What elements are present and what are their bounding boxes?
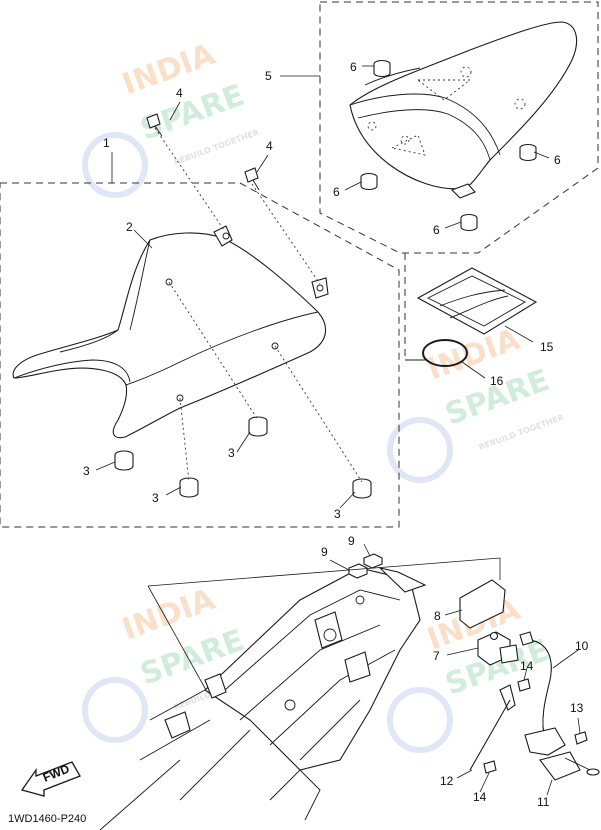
grommet-3b xyxy=(248,416,268,437)
passenger-seat xyxy=(349,21,578,199)
callout-4a: 4 xyxy=(176,86,183,100)
callout-8: 8 xyxy=(434,609,441,623)
lock-assembly-11 xyxy=(524,727,600,781)
seat-lock-7 xyxy=(477,631,519,666)
callout-15: 15 xyxy=(540,340,554,354)
callout-1: 1 xyxy=(103,136,110,150)
bracket-8 xyxy=(459,579,506,629)
callout-9b: 9 xyxy=(348,534,355,548)
rider-seat xyxy=(12,225,329,439)
callout-9a: 9 xyxy=(321,545,328,559)
seat-lock-cable xyxy=(519,631,552,741)
bolt-14a xyxy=(517,678,531,692)
grommet-3c xyxy=(179,477,199,498)
callout-3d: 3 xyxy=(334,507,341,521)
bolt-14b xyxy=(483,760,497,774)
callout-13: 13 xyxy=(570,701,584,715)
callout-6b: 6 xyxy=(554,153,561,167)
bolt-4b xyxy=(244,167,260,191)
callout-6d: 6 xyxy=(433,223,440,237)
nut-9a xyxy=(348,563,368,579)
grommet-6c xyxy=(360,172,378,191)
callout-5: 5 xyxy=(265,69,272,83)
group-box-passenger-seat xyxy=(319,1,599,254)
callout-3b: 3 xyxy=(228,446,235,460)
nut-9b xyxy=(363,553,383,569)
callout-14a: 14 xyxy=(520,659,534,673)
callout-10: 10 xyxy=(575,639,589,653)
callout-16: 16 xyxy=(490,374,504,388)
lever-12 xyxy=(469,684,516,771)
grommet-6a xyxy=(373,59,391,78)
o-ring xyxy=(422,339,468,367)
diagram-code: 1WD1460-P240 xyxy=(8,813,86,825)
fwd-arrow-icon: FWD xyxy=(20,761,81,797)
callout-3a: 3 xyxy=(83,464,90,478)
grommet-6d xyxy=(460,213,478,232)
grommet-3d xyxy=(352,478,372,499)
rear-frame xyxy=(99,567,427,830)
grommet-3a xyxy=(114,450,134,471)
callout-12: 12 xyxy=(440,774,454,788)
callout-14b: 14 xyxy=(473,790,487,804)
callout-7: 7 xyxy=(433,649,440,663)
callout-2: 2 xyxy=(126,220,133,234)
bolt-13 xyxy=(574,731,588,745)
bolt-4a xyxy=(146,113,163,137)
seat-strap-band xyxy=(416,267,538,335)
callout-4b: 4 xyxy=(266,139,273,153)
grommet-6b xyxy=(519,143,537,162)
callout-11: 11 xyxy=(537,795,550,809)
callout-6a: 6 xyxy=(350,60,357,74)
callout-3c: 3 xyxy=(152,491,159,505)
callout-6c: 6 xyxy=(333,185,340,199)
